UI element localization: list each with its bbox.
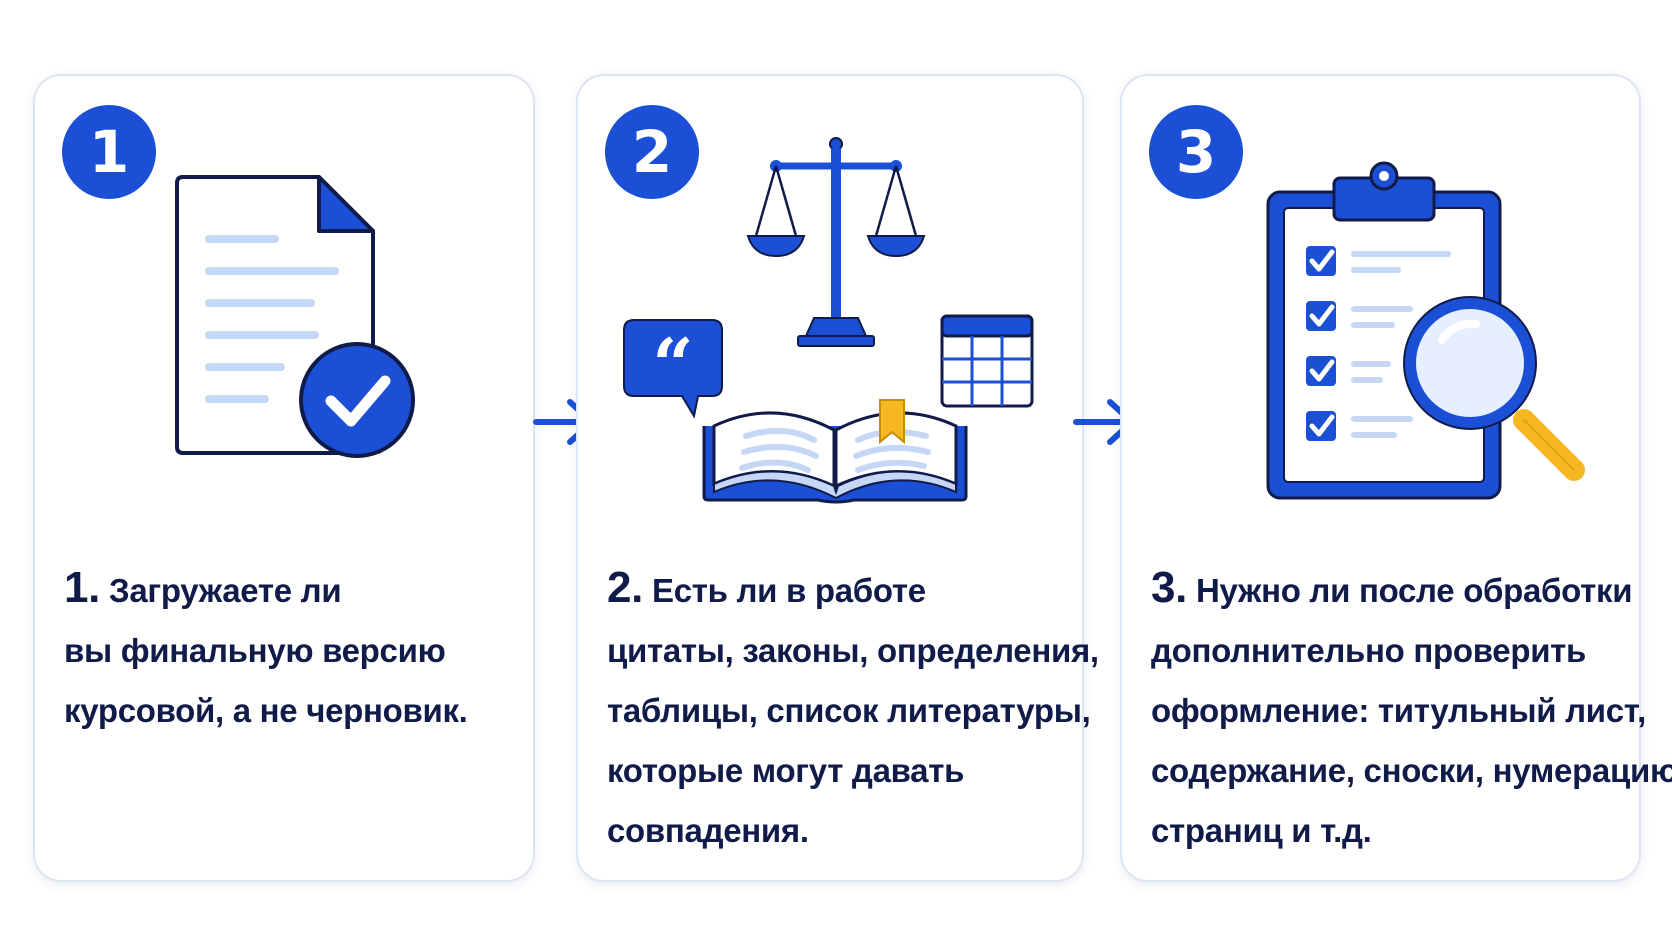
step-line-1-3: курсовой, а не черновик. [64, 692, 468, 729]
step-line-3-2: дополнительно проверить [1151, 632, 1587, 669]
step-line-3-4: содержание, сноски, нумерацию [1151, 752, 1672, 789]
step-line-2-2: цитаты, законы, определения, [607, 632, 1099, 669]
step-line-2-4: которые могут давать [607, 752, 965, 789]
step-line-2-5: совпадения. [607, 812, 809, 849]
step-line-1-2: вы финальную версию [64, 632, 446, 669]
svg-text:“: “ [652, 322, 693, 407]
book-law-quote-table-icon: “ [623, 137, 1034, 504]
step-card-3: 3 [1120, 74, 1672, 882]
clipboard-magnifier-icon [1266, 161, 1585, 500]
step-text-3: 3. Нужно ли после обработки дополнительн… [1151, 558, 1672, 861]
step-card-2: 2 “ [576, 74, 1099, 882]
step-line-3-1: 3. Нужно ли после обработки [1151, 563, 1633, 612]
magnifier-icon [1403, 296, 1585, 481]
step-line-2-1: 2. Есть ли в работе [607, 563, 926, 612]
step-number-2: 2. [607, 563, 644, 612]
step-text-1: 1. Загружаете ли вы финальную версию кур… [64, 558, 523, 741]
step-badge-2: 2 [605, 105, 699, 199]
step-number-1: 1. [64, 563, 101, 612]
checklist-icon [1306, 246, 1451, 441]
scales-icon [746, 137, 926, 347]
open-book-icon [702, 399, 968, 504]
step-card-1: 1 1. Загружаете ли вы финальную версию к… [33, 74, 535, 882]
table-icon [940, 314, 1034, 408]
quote-bubble-icon: “ [623, 319, 723, 419]
step-badge-1: 1 [62, 105, 156, 199]
step-line-3-3: оформление: титульный лист, [1151, 692, 1647, 729]
step-line-2-3: таблицы, список литературы, [607, 692, 1091, 729]
step-text-2: 2. Есть ли в работе цитаты, законы, опре… [607, 558, 1099, 861]
step-line-1-1: 1. Загружаете ли [64, 563, 342, 612]
step-line-3-5: страниц и т.д. [1151, 812, 1372, 849]
step-badge-3: 3 [1149, 105, 1243, 199]
step-number-3: 3. [1151, 563, 1188, 612]
document-check-icon [175, 175, 415, 458]
